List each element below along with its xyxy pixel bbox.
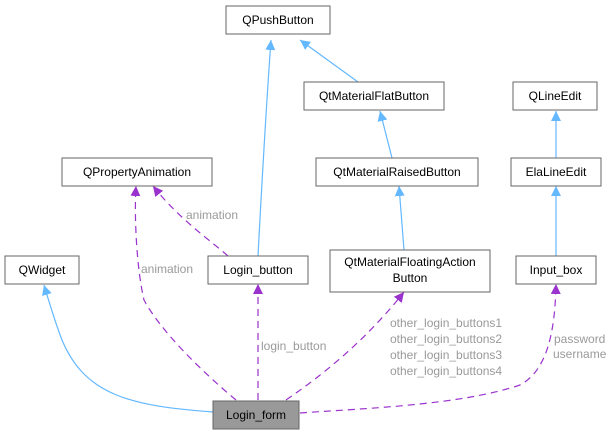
node-label: QtMaterialRaisedButton <box>333 165 460 179</box>
node-label: Input_box <box>530 263 583 277</box>
node-label: QPropertyAnimation <box>83 165 191 179</box>
label-other-login-buttons1: other_login_buttons1 <box>390 316 502 330</box>
node-label-line1: QtMaterialFloatingAction <box>344 255 475 269</box>
edge-raisedbutton-to-flatbutton <box>377 110 393 159</box>
node-label: QLineEdit <box>529 89 582 103</box>
label-animation-form: animation <box>141 262 193 276</box>
edge-login-button-to-qpushbutton <box>257 39 276 257</box>
inheritance-edges <box>42 39 561 413</box>
node-qtmaterialflatbutton[interactable]: QtMaterialFlatButton <box>303 81 445 111</box>
edge-loginform-to-qwidget <box>42 284 214 413</box>
edge-floatingaction-to-raisedbutton <box>394 185 405 251</box>
label-username: username <box>553 347 607 361</box>
edge-button-animation <box>152 185 229 257</box>
edge-form-input-box <box>299 283 561 414</box>
edge-form-animation <box>130 185 237 401</box>
node-label: QtMaterialFlatButton <box>319 89 429 103</box>
edge-form-floatingaction <box>285 291 405 401</box>
node-qwidget[interactable]: QWidget <box>4 255 80 285</box>
node-input-box[interactable]: Input_box <box>515 255 597 285</box>
node-label: Login_form <box>226 408 286 422</box>
node-label: QPushButton <box>242 13 313 27</box>
node-login-button[interactable]: Login_button <box>207 255 309 285</box>
usage-edges <box>130 185 561 414</box>
node-login-form[interactable]: Login_form <box>212 400 300 430</box>
node-qpushbutton[interactable]: QPushButton <box>225 5 331 35</box>
label-password: password <box>554 332 605 346</box>
edge-flatbutton-to-qpushbutton <box>299 39 359 83</box>
label-other-login-buttons4: other_login_buttons4 <box>390 364 502 378</box>
label-other-login-buttons3: other_login_buttons3 <box>390 348 502 362</box>
node-label-line2: Button <box>393 271 428 285</box>
edge-labels: animation animation login_button other_l… <box>141 208 607 378</box>
node-qtmaterialfloatingactionbutton[interactable]: QtMaterialFloatingAction Button <box>329 249 491 293</box>
node-qtmaterialraisedbutton[interactable]: QtMaterialRaisedButton <box>315 157 479 187</box>
label-animation-button: animation <box>186 208 238 222</box>
label-login-button: login_button <box>261 339 326 353</box>
node-elalineedit[interactable]: ElaLineEdit <box>510 157 602 187</box>
label-other-login-buttons2: other_login_buttons2 <box>390 332 502 346</box>
node-qlineedit[interactable]: QLineEdit <box>512 81 598 111</box>
node-qpropertyanimation[interactable]: QPropertyAnimation <box>61 157 213 187</box>
node-label: ElaLineEdit <box>526 165 587 179</box>
node-label: Login_button <box>223 263 292 277</box>
node-label: QWidget <box>19 263 66 277</box>
